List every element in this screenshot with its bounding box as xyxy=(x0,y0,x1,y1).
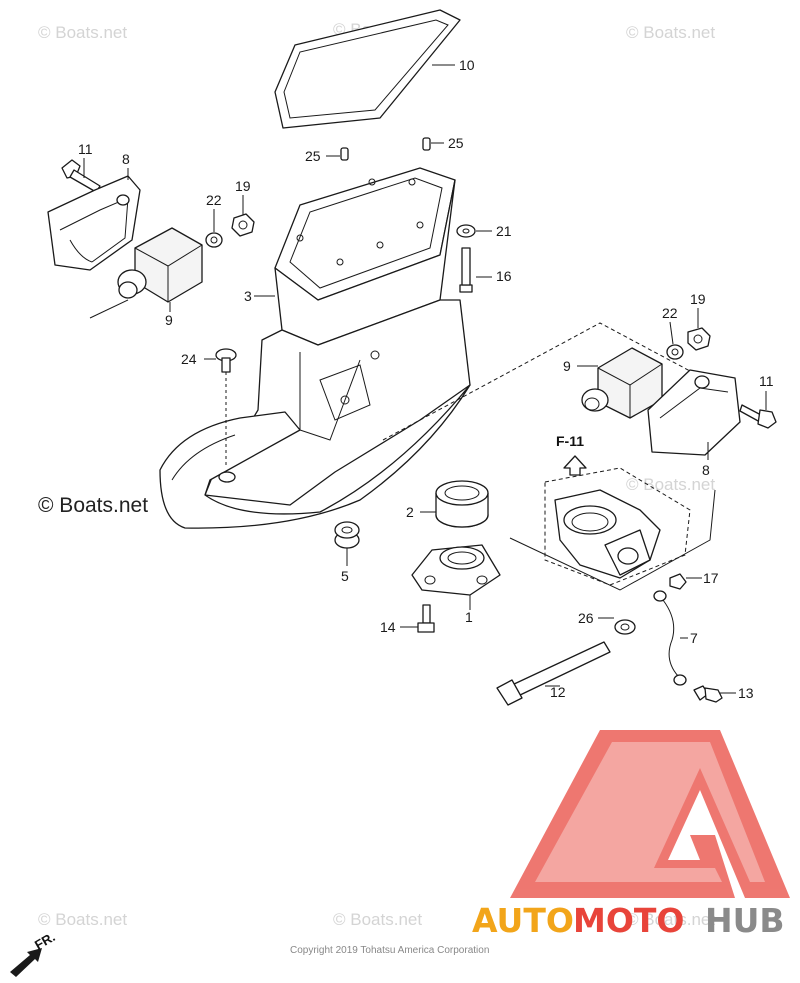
callout-22-left: 22 xyxy=(206,192,222,208)
copyright-text: Copyright 2019 Tohatsu America Corporati… xyxy=(290,945,489,956)
watermark: © Boats.net xyxy=(333,910,422,929)
logo-text-auto: AUTO xyxy=(472,901,574,940)
watermark: © Boats.net xyxy=(38,910,127,929)
part-2-bearing xyxy=(420,480,489,528)
front-indicator: FR. xyxy=(10,929,58,977)
watermark: © Boats.net xyxy=(38,23,127,42)
callout-7: 7 xyxy=(690,630,698,646)
part-7-ground-wire xyxy=(653,573,736,703)
callout-12: 12 xyxy=(550,684,566,700)
callout-16: 16 xyxy=(496,268,512,284)
logo-text-moto: MOTO xyxy=(573,901,684,940)
callout-10: 10 xyxy=(459,57,475,73)
watermark: © Boats.net xyxy=(626,23,715,42)
part-1-retainer xyxy=(411,544,501,610)
part-5-seal xyxy=(334,521,360,566)
callout-14: 14 xyxy=(380,619,396,635)
swivel-bracket-assembly xyxy=(509,467,716,591)
bolt-16-washer-21 xyxy=(456,224,492,293)
callout-11-left: 11 xyxy=(78,141,93,157)
part-3-housing xyxy=(159,167,471,529)
callout-24: 24 xyxy=(181,351,197,367)
automotohub-logo xyxy=(510,730,790,898)
logo-text-hub: HUB xyxy=(705,901,785,940)
callout-3: 3 xyxy=(244,288,252,304)
logo-wordmark: AUTO MOTO HUB xyxy=(472,901,785,940)
callout-21: 21 xyxy=(496,223,512,239)
callout-1: 1 xyxy=(465,609,473,625)
front-label: FR. xyxy=(32,929,58,952)
callout-13: 13 xyxy=(738,685,754,701)
callout-25-right: 25 xyxy=(448,135,464,151)
callout-9-left: 9 xyxy=(165,312,173,328)
callout-22-right: 22 xyxy=(662,305,678,321)
callout-19-right: 19 xyxy=(690,291,706,307)
bolt-14 xyxy=(400,604,435,633)
callout-5: 5 xyxy=(341,568,349,584)
dowel-pins-25 xyxy=(326,137,444,161)
left-mount-assembly xyxy=(47,159,255,319)
callout-8-right: 8 xyxy=(702,462,710,478)
callout-25-left: 25 xyxy=(305,148,321,164)
f11-reference: F-11 xyxy=(556,433,587,476)
callout-8-left: 8 xyxy=(122,151,130,167)
callout-9-right: 9 xyxy=(563,358,571,374)
right-mount-assembly xyxy=(382,322,777,456)
callout-2: 2 xyxy=(406,504,414,520)
callout-26: 26 xyxy=(578,610,594,626)
reference-label: F-11 xyxy=(556,433,584,449)
callout-17: 17 xyxy=(703,570,719,586)
part-12-bolt xyxy=(496,617,636,706)
logo-triangle xyxy=(510,730,790,898)
callout-11-right: 11 xyxy=(759,373,774,389)
callout-19-left: 19 xyxy=(235,178,251,194)
watermark: © Boats.net xyxy=(626,910,715,929)
watermark: © Boats.net xyxy=(626,475,715,494)
watermarks: © Boats.net © Boats.net © Boats.net © Bo… xyxy=(38,20,715,929)
grommet-24 xyxy=(204,348,237,468)
part-10-gasket xyxy=(274,9,461,129)
watermark-main: © Boats.net xyxy=(38,494,148,517)
callout-labels: 10 11 8 22 19 25 25 21 16 3 9 24 22 19 9… xyxy=(78,57,774,701)
